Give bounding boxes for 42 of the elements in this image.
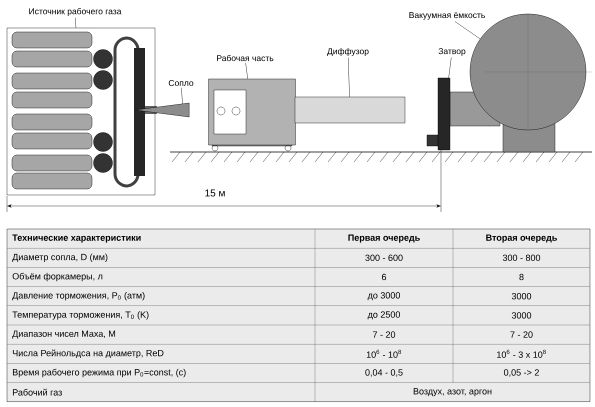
table-value: 6 (382, 274, 386, 280)
part-label: Рабочая часть (217, 54, 274, 62)
part-label: Затвор (438, 48, 466, 56)
table-value: до 3000 (368, 292, 400, 300)
dimension-label: 15 м (205, 190, 225, 196)
row-heading: Рабочий газ (12, 388, 62, 396)
table-value: 8 (519, 274, 524, 280)
table-value: 3000 (512, 293, 532, 300)
table-value: 3000 (512, 312, 532, 319)
table-value: 0,04 - 0,5 (365, 369, 403, 377)
nozzle (134, 102, 190, 118)
leader-line (454, 21, 480, 40)
part-label: Диффузор (327, 48, 369, 56)
row-heading: Давление торможения, P$_{0}$ (атм) (12, 292, 145, 300)
part-label: Вакуумная ёмкость (409, 12, 485, 20)
row-heading: Температура торможения, T$_{0}$ (K) (12, 311, 149, 320)
leader-line (245, 62, 248, 79)
row-heading: Диапазон чисел Маха, М (12, 330, 116, 339)
table-value: 7 - 20 (510, 331, 533, 338)
leader-line (181, 88, 183, 104)
table-value: 300 - 800 (502, 254, 540, 261)
row-heading: Диаметр сопла, D (мм) (12, 254, 108, 262)
table-value: 7 - 20 (372, 331, 396, 338)
table-value: 0,05 -> 2 (504, 369, 539, 377)
leader-line (75, 18, 76, 28)
column-heading: Вторая очередь (486, 234, 557, 243)
row-heading: Числа Рейнольдса на диаметр, ReD (12, 350, 164, 358)
table-value: Воздух, азот, аргон (414, 388, 492, 396)
column-heading: Технические характеристики (12, 234, 141, 243)
table-value: 300 - 600 (365, 254, 403, 261)
gate (438, 78, 450, 150)
table-value: 10$^{6}$ - 3 x 10$^{8}$ (497, 350, 546, 358)
column-heading: Первая очередь (348, 234, 420, 243)
row-heading: Объём форкамеры, л (12, 272, 102, 282)
table-value: до 2500 (368, 311, 400, 320)
row-heading: Время рабочего режима при P$_{0}$=const, (c) (12, 368, 186, 378)
leader-line (448, 57, 452, 78)
part-label: Сопло (168, 80, 194, 86)
part-label: Источник рабочего газа (29, 8, 122, 16)
leader-line (348, 57, 350, 97)
table-value: 10$^{6}$ - 10$^{8}$ (366, 350, 402, 358)
diffuser (294, 96, 406, 124)
